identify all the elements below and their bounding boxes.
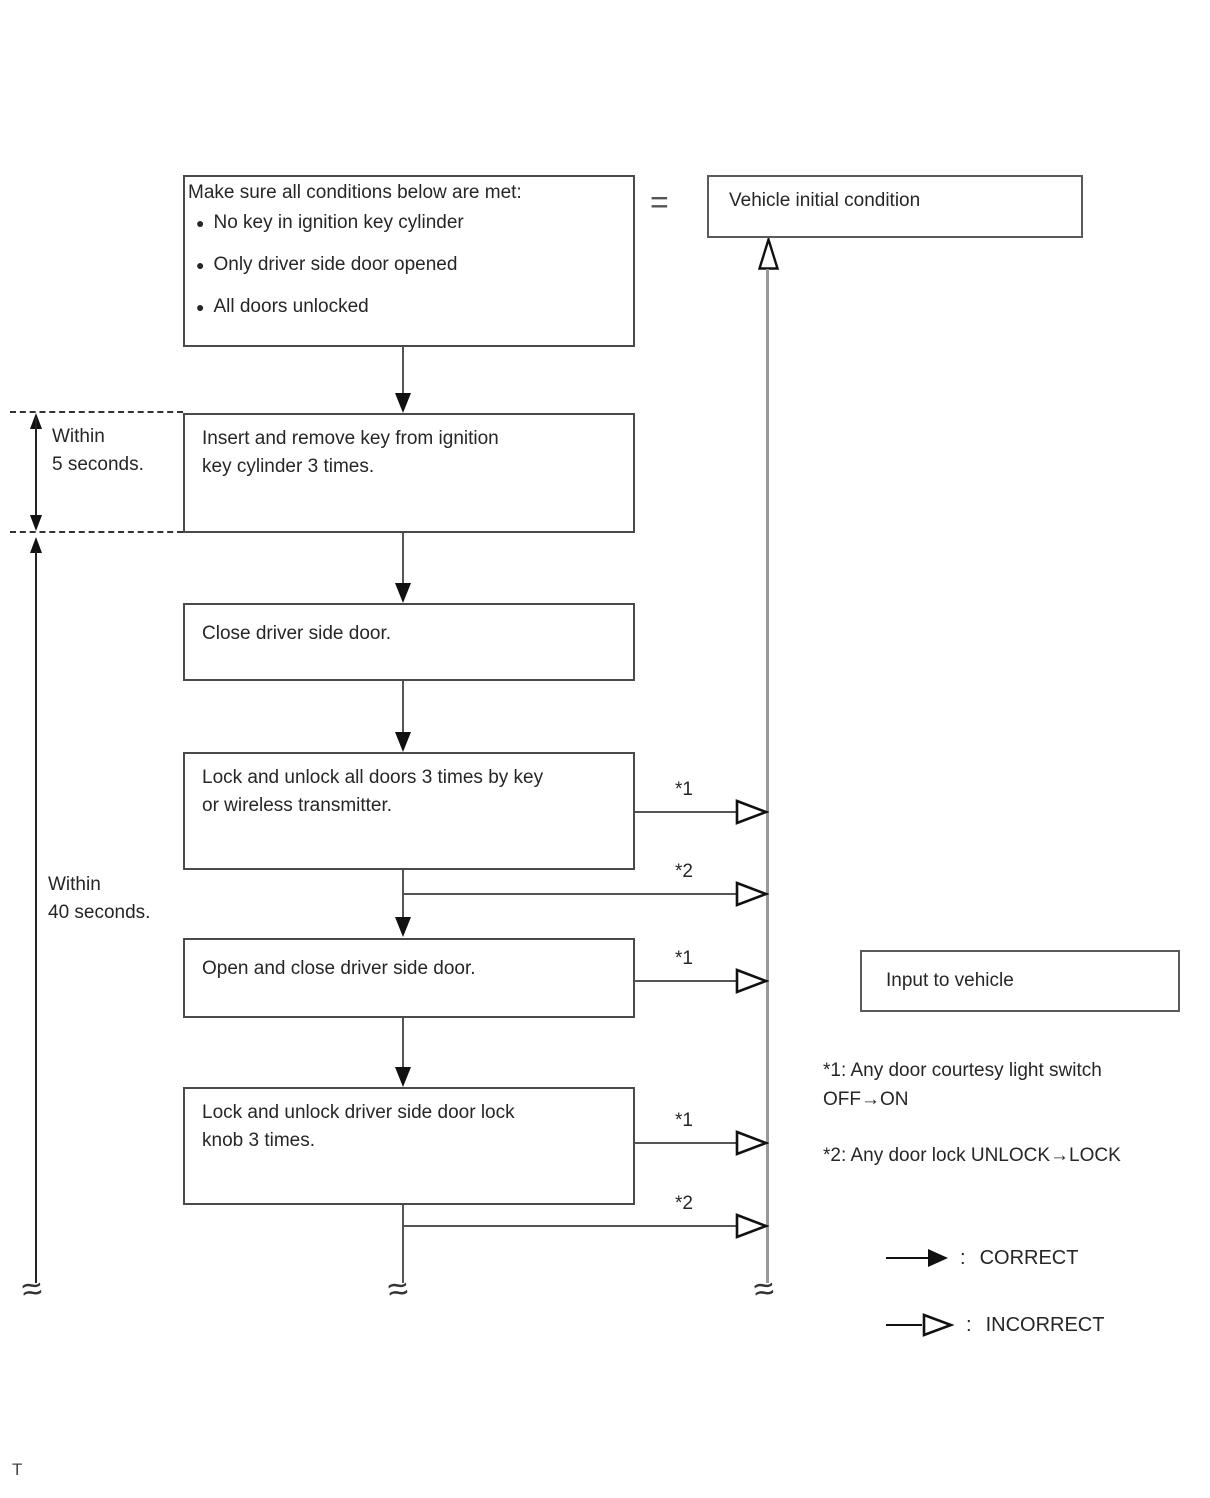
legend-label: INCORRECT xyxy=(985,1313,1105,1336)
incorrect-branch-line xyxy=(402,893,768,895)
vehicle-feedback-line xyxy=(766,269,769,1283)
flow-arrow-down-icon xyxy=(395,917,411,937)
step-box-open-close-door: Open and close driver side door. xyxy=(183,938,635,1018)
step-box-close-door: Close driver side door. xyxy=(183,603,635,681)
flow-line xyxy=(402,347,404,395)
step-text: key cylinder 3 times. xyxy=(202,456,375,477)
legend-separator: : xyxy=(966,1313,972,1336)
condition-item: ● Only driver side door opened xyxy=(196,251,457,279)
timer-line: 5 seconds. xyxy=(52,454,144,475)
incorrect-arrow-icon xyxy=(922,1313,954,1337)
flow-line xyxy=(402,1018,404,1069)
incorrect-arrow-icon xyxy=(735,1130,769,1156)
legend-incorrect: : INCORRECT xyxy=(886,1311,1104,1339)
bullet-icon: ● xyxy=(196,299,205,315)
connector-label: *1 xyxy=(675,948,693,969)
connector-label: *2 xyxy=(675,861,693,882)
line-break-icon: ≈ xyxy=(385,1266,411,1311)
incorrect-branch-line xyxy=(402,1225,768,1227)
forty-second-span-line xyxy=(35,551,37,1283)
legend-label: CORRECT xyxy=(979,1246,1079,1269)
flow-arrow-down-icon xyxy=(395,583,411,603)
step-text: Insert and remove key from ignition xyxy=(202,428,499,449)
line-break-icon: ≈ xyxy=(19,1266,45,1311)
equals-sign: = xyxy=(650,184,669,220)
conditions-box: Make sure all conditions below are met: … xyxy=(183,175,635,347)
flow-arrow-down-icon xyxy=(395,732,411,752)
incorrect-arrow-icon xyxy=(735,968,769,994)
five-second-span-line xyxy=(35,417,37,527)
step-text: Lock and unlock all doors 3 times by key xyxy=(202,767,544,788)
footnote-line: *2: Any door lock UNLOCK→LOCK xyxy=(823,1145,1121,1166)
step-text: Close driver side door. xyxy=(202,623,392,644)
incorrect-branch-line xyxy=(635,811,768,813)
measure-arrow-up-icon xyxy=(30,537,42,553)
step-text: knob 3 times. xyxy=(202,1130,315,1151)
flow-arrow-down-icon xyxy=(395,393,411,413)
footnote-star2: *2: Any door lock UNLOCK→LOCK xyxy=(823,1141,1121,1170)
up-open-arrow-icon xyxy=(758,238,779,270)
condition-item: ● No key in ignition key cylinder xyxy=(196,209,464,237)
timer-line: 40 seconds. xyxy=(48,902,151,923)
connector-label: *1 xyxy=(675,779,693,800)
conditions-title: Make sure all conditions below are met: xyxy=(188,182,522,203)
condition-text: No key in ignition key cylinder xyxy=(213,212,464,233)
input-to-vehicle-label: Input to vehicle xyxy=(886,970,1014,991)
condition-text: All doors unlocked xyxy=(213,296,369,317)
condition-text: Only driver side door opened xyxy=(213,254,458,275)
incorrect-arrow-icon xyxy=(735,881,769,907)
timer-label-5s: Within 5 seconds. xyxy=(52,423,144,479)
incorrect-branch-line xyxy=(635,1142,768,1144)
connector-label: *2 xyxy=(675,1193,693,1214)
incorrect-branch-line xyxy=(635,980,768,982)
vehicle-initial-condition-label: Vehicle initial condition xyxy=(729,190,921,211)
timer-label-40s: Within 40 seconds. xyxy=(48,871,150,927)
footnote-line: *1: Any door courtesy light switch xyxy=(823,1060,1102,1081)
timer-line: Within xyxy=(52,426,105,447)
step-text: or wireless transmitter. xyxy=(202,795,393,816)
footnote-star1: *1: Any door courtesy light switch OFF→O… xyxy=(823,1056,1102,1114)
vehicle-initial-condition-box: Vehicle initial condition xyxy=(707,175,1083,238)
dashed-line-bottom xyxy=(10,531,183,533)
flow-line xyxy=(402,681,404,732)
measure-arrow-down-icon xyxy=(30,515,42,531)
legend-line xyxy=(886,1257,928,1259)
condition-item: ● All doors unlocked xyxy=(196,293,369,321)
incorrect-arrow-icon xyxy=(735,1213,769,1239)
correct-arrow-icon xyxy=(928,1249,948,1267)
footer-mark: T xyxy=(12,1460,23,1479)
legend-line xyxy=(886,1324,922,1326)
input-to-vehicle-box: Input to vehicle xyxy=(860,950,1180,1012)
bullet-icon: ● xyxy=(196,257,205,273)
step-text: Open and close driver side door. xyxy=(202,958,476,979)
dashed-line-top xyxy=(10,411,183,413)
bullet-icon: ● xyxy=(196,215,205,231)
step-box-lock-unlock-all-doors: Lock and unlock all doors 3 times by key… xyxy=(183,752,635,870)
legend-correct: : CORRECT xyxy=(886,1244,1078,1272)
step-text: Lock and unlock driver side door lock xyxy=(202,1102,515,1123)
line-break-icon: ≈ xyxy=(751,1266,777,1311)
flow-arrow-down-icon xyxy=(395,1067,411,1087)
step-box-insert-remove-key: Insert and remove key from ignition key … xyxy=(183,413,635,533)
flow-line xyxy=(402,1205,404,1283)
connector-label: *1 xyxy=(675,1110,693,1131)
incorrect-arrow-icon xyxy=(735,799,769,825)
footnote-line: OFF→ON xyxy=(823,1089,909,1110)
step-box-lock-knob: Lock and unlock driver side door lock kn… xyxy=(183,1087,635,1205)
flow-line xyxy=(402,533,404,583)
legend-separator: : xyxy=(960,1246,966,1269)
timer-line: Within xyxy=(48,874,101,895)
